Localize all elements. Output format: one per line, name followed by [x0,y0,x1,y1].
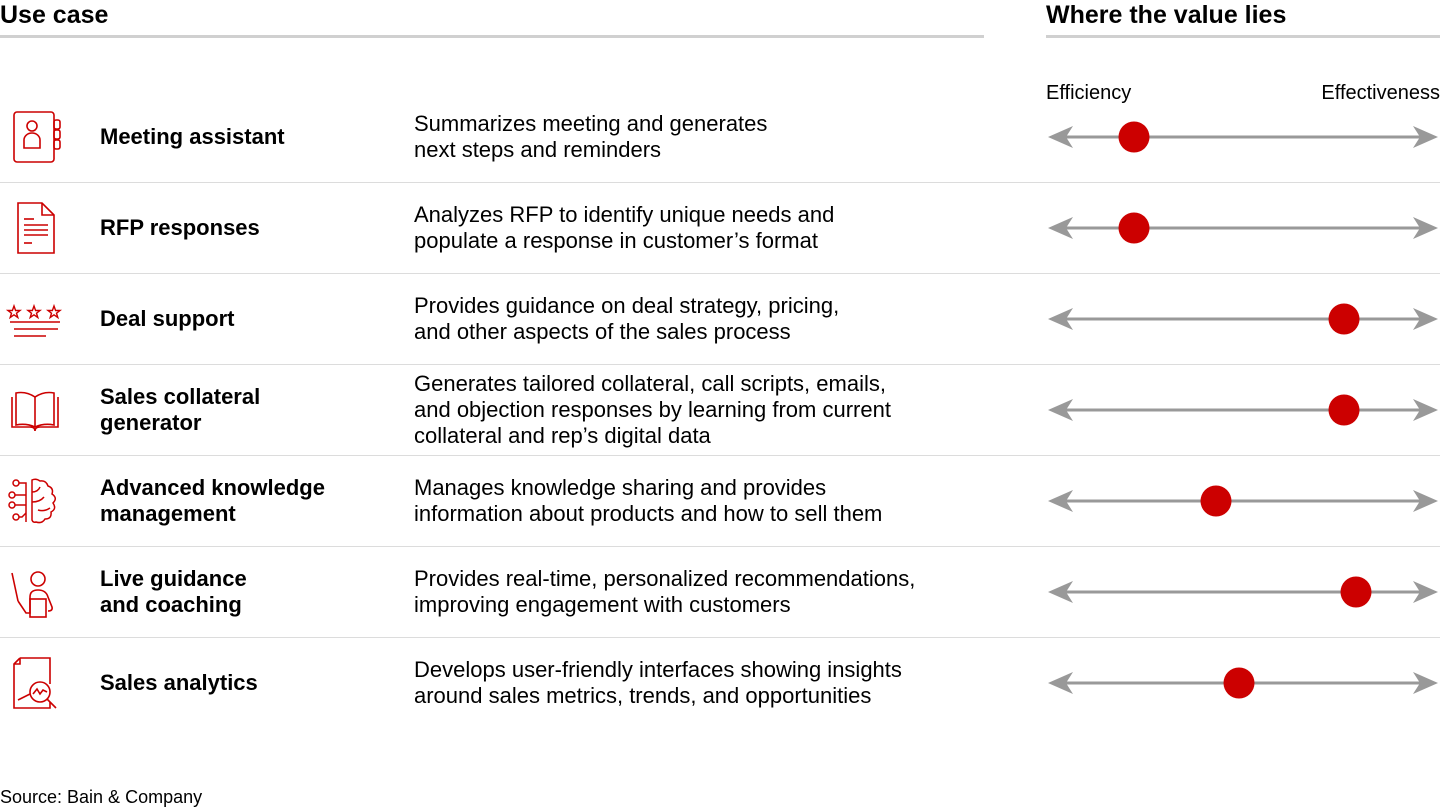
use-case-title: Advanced knowledge management [100,475,325,526]
double-arrow-icon [1048,126,1438,148]
use-case-description: Develops user-friendly interfaces showin… [414,657,902,708]
value-marker [1223,667,1255,699]
use-case-row: RFP responses Analyzes RFP to identify u… [0,183,1440,274]
brain-circuit-icon [6,472,64,530]
value-scale [1046,303,1440,335]
double-arrow-icon [1048,581,1438,603]
use-case-description: Provides real-time, personalized recomme… [414,566,916,617]
use-case-description: Generates tailored collateral, call scri… [414,371,891,448]
contact-book-icon [6,108,64,166]
presenter-icon [6,563,64,621]
axis-label-efficiency: Efficiency [1046,82,1132,104]
use-case-title: Sales collateral generator [100,384,261,435]
use-case-title: Live guidance and coaching [100,566,247,617]
use-case-title: Meeting assistant [100,124,285,149]
value-scale [1046,121,1440,153]
double-arrow-icon [1048,308,1438,330]
use-case-header: Use case [0,1,109,29]
value-marker [1328,394,1360,426]
open-book-icon [6,381,64,439]
use-case-list: Meeting assistant Summarizes meeting and… [0,92,1440,728]
value-marker [1340,576,1372,608]
use-case-title: Deal support [100,306,235,331]
value-scale [1046,212,1440,244]
value-header-rule [1046,35,1440,38]
document-icon [6,199,64,257]
star-rating-icon [6,290,64,348]
value-scale [1046,576,1440,608]
use-case-row: Meeting assistant Summarizes meeting and… [0,92,1440,183]
double-arrow-icon [1048,490,1438,512]
use-case-description: Analyzes RFP to identify unique needs an… [414,202,835,253]
value-scale [1046,667,1440,699]
value-marker [1118,212,1150,244]
use-case-description: Manages knowledge sharing and provides i… [414,475,883,526]
axis-label-effectiveness: Effectiveness [1321,82,1440,104]
use-case-description: Provides guidance on deal strategy, pric… [414,293,840,344]
use-case-title: RFP responses [100,215,260,240]
use-case-row: Sales collateral generator Generates tai… [0,365,1440,456]
value-marker [1200,485,1232,517]
value-marker [1118,121,1150,153]
use-case-row: Live guidance and coaching Provides real… [0,547,1440,638]
use-case-row: Sales analytics Develops user-friendly i… [0,638,1440,728]
value-header: Where the value lies [1046,1,1287,29]
double-arrow-icon [1048,217,1438,239]
value-scale [1046,485,1440,517]
source-note: Source: Bain & Company [0,787,203,807]
value-marker [1328,303,1360,335]
use-case-row: Advanced knowledge management Manages kn… [0,456,1440,547]
value-scale [1046,394,1440,426]
use-case-header-rule [0,35,984,38]
report-analytics-icon [6,654,64,712]
double-arrow-icon [1048,399,1438,421]
use-case-title: Sales analytics [100,670,258,695]
use-case-row: Deal support Provides guidance on deal s… [0,274,1440,365]
use-case-description: Summarizes meeting and generates next st… [414,111,768,162]
